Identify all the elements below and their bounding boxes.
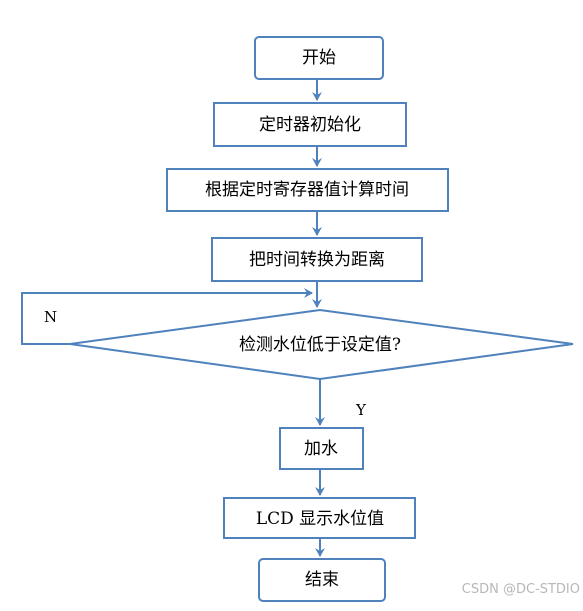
yes-branch-label: Y bbox=[355, 401, 367, 419]
calc-time-label: 根据定时寄存器值计算时间 bbox=[205, 180, 409, 200]
calc-time-box bbox=[166, 168, 449, 212]
timer-init-box bbox=[213, 102, 407, 147]
decision-label: 检测水位低于设定值? bbox=[239, 335, 401, 355]
start-box bbox=[254, 36, 384, 80]
decision-diamond bbox=[69, 308, 574, 381]
node-end: 结束 bbox=[258, 558, 386, 602]
node-start: 开始 bbox=[254, 36, 384, 80]
timer-init-label: 定时器初始化 bbox=[259, 115, 361, 135]
add-water-label: 加水 bbox=[304, 439, 338, 459]
node-calc-time: 根据定时寄存器值计算时间 bbox=[166, 168, 449, 212]
convert-distance-label: 把时间转换为距离 bbox=[249, 250, 385, 270]
node-timer-init: 定时器初始化 bbox=[213, 102, 407, 147]
add-water-box bbox=[279, 427, 364, 470]
node-convert-distance: 把时间转换为距离 bbox=[211, 237, 423, 282]
no-branch-label: N bbox=[44, 308, 57, 326]
lcd-display-box bbox=[223, 497, 416, 539]
node-add-water: 加水 bbox=[279, 427, 364, 470]
lcd-display-label: LCD 显示水位值 bbox=[256, 509, 384, 529]
start-label: 开始 bbox=[302, 48, 336, 68]
loop-back-no-branch bbox=[21, 288, 313, 345]
connectors bbox=[21, 79, 325, 557]
convert-distance-box bbox=[211, 237, 423, 282]
end-label: 结束 bbox=[305, 570, 339, 590]
node-decision: 检测水位低于设定值? bbox=[69, 308, 574, 381]
node-lcd-display: LCD 显示水位值 bbox=[223, 497, 416, 539]
end-box bbox=[258, 558, 386, 602]
watermark: CSDN @DC-STDIO bbox=[461, 582, 580, 597]
